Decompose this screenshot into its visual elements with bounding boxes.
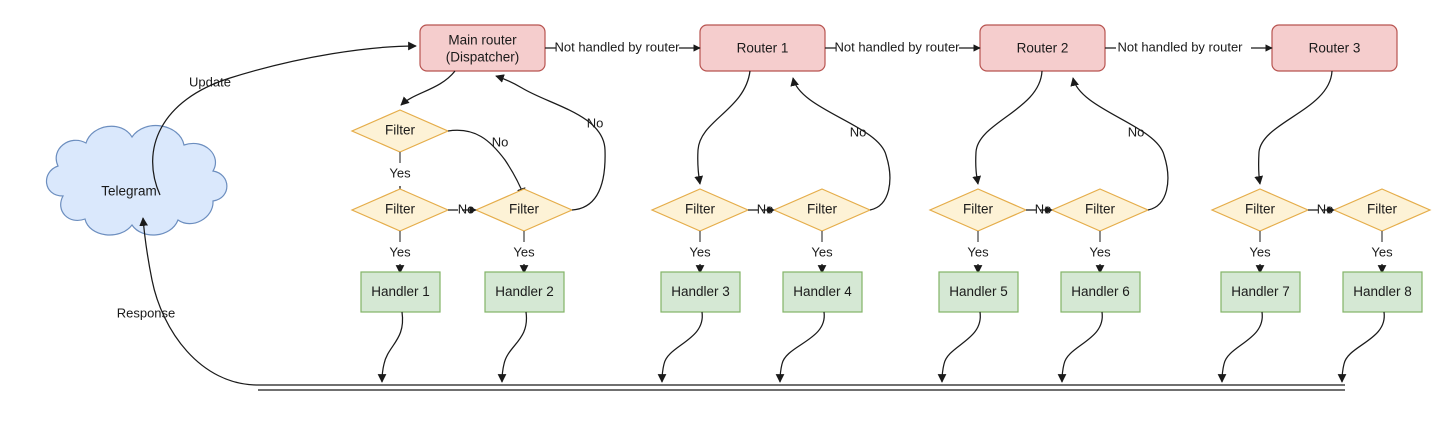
edge-router1-to-filter3 (694, 70, 751, 185)
no-label-6: No (1035, 201, 1052, 216)
filter-top-1-label: Filter (385, 123, 416, 138)
handler-node-8[interactable]: Handler 8 (1342, 271, 1423, 313)
router-chain-edges: Not handled by router Not handled by rou… (545, 39, 1273, 54)
cloud-icon (46, 125, 228, 236)
handler-6-label: Handler 6 (1071, 284, 1130, 299)
no-label-2: No (458, 201, 475, 216)
handler-node-7[interactable]: Handler 7 (1220, 271, 1301, 313)
main-router-label-line1: Main router (448, 33, 517, 48)
filter-node-7[interactable]: Filter (1210, 188, 1310, 232)
edge-handler2-to-bus (497, 311, 528, 383)
handler-1-label: Handler 1 (371, 284, 430, 299)
edge-handler4-to-bus (775, 311, 825, 383)
router-1-label: Router 1 (737, 41, 789, 56)
filter-node-5[interactable]: Filter (928, 188, 1028, 232)
filter-node-6[interactable]: Filter (1050, 188, 1150, 232)
handler-node-5[interactable]: Handler 5 (938, 271, 1019, 313)
edge-no-top1-to-filter2 (447, 129, 526, 197)
handler-4-box[interactable] (782, 271, 863, 313)
filter-3-label: Filter (685, 202, 716, 217)
no-label-1: No (492, 134, 509, 149)
main-router-label-line2: (Dispatcher) (446, 50, 520, 65)
no-label-5: No (850, 124, 867, 139)
response-label: Response (117, 305, 176, 320)
router-node-2[interactable]: Router 2 (979, 24, 1106, 72)
telegram-cloud-node: Telegram (46, 125, 228, 236)
no-label-4: No (757, 201, 774, 216)
no-label-3: No (587, 115, 604, 130)
handler-5-box[interactable] (938, 271, 1019, 313)
not-handled-label-2: Not handled by router (834, 39, 960, 54)
telegram-label: Telegram (101, 184, 157, 199)
handler-6-box[interactable] (1060, 271, 1141, 313)
response-edge (139, 217, 259, 386)
filter-7-label: Filter (1245, 202, 1276, 217)
edge-router2-to-filter5 (972, 70, 1043, 185)
filter-node-top-1[interactable]: Filter (350, 109, 450, 153)
filter-8-label: Filter (1367, 202, 1398, 217)
filter-5-label: Filter (963, 202, 994, 217)
handler-1-box[interactable] (360, 271, 441, 313)
router-node-main[interactable]: Main router (Dispatcher) (419, 24, 546, 72)
no-label-7: No (1128, 124, 1145, 139)
router-3-label: Router 3 (1309, 41, 1361, 56)
handler-3-label: Handler 3 (671, 284, 730, 299)
yes-label-1: Yes (389, 165, 411, 180)
edge-handler1-to-bus (377, 311, 404, 383)
response-bus (258, 384, 1345, 391)
yes-label-6: Yes (967, 244, 989, 259)
handler-node-4[interactable]: Handler 4 (782, 271, 863, 313)
handler-3-box[interactable] (660, 271, 741, 313)
yes-label-5: Yes (811, 244, 833, 259)
handler-2-label: Handler 2 (495, 284, 554, 299)
handler-node-3[interactable]: Handler 3 (660, 271, 741, 313)
router-2-label: Router 2 (1017, 41, 1069, 56)
filter-node-3[interactable]: Filter (650, 188, 750, 232)
edge-handler3-to-bus (657, 311, 703, 383)
handler-to-bus-edges (377, 311, 1385, 383)
not-handled-label-3: Not handled by router (1117, 39, 1243, 54)
telegram-edges: Update Response (117, 41, 417, 386)
handler-7-box[interactable] (1220, 271, 1301, 313)
handler-7-label: Handler 7 (1231, 284, 1290, 299)
filter-6-label: Filter (1085, 202, 1116, 217)
yes-label-2: Yes (389, 244, 411, 259)
edge-handler5-to-bus (937, 311, 981, 383)
filter-node-2[interactable]: Filter (474, 188, 574, 232)
router-node-3[interactable]: Router 3 (1271, 24, 1398, 72)
edge-router3-to-filter7 (1254, 70, 1333, 185)
no-label-8: No (1317, 201, 1334, 216)
handler-4-label: Handler 4 (793, 284, 852, 299)
filter-2-label: Filter (509, 202, 540, 217)
filter-1-label: Filter (385, 202, 416, 217)
yes-label-7: Yes (1089, 244, 1111, 259)
edge-handler8-to-bus (1337, 311, 1385, 383)
edge-no-filter6-to-router2 (1070, 77, 1169, 211)
edge-handler6-to-bus (1057, 311, 1103, 383)
edge-no-filter2-to-mainrouter (495, 74, 606, 211)
edge-mainrouter-to-filter-top1 (400, 70, 456, 106)
yes-label-3: Yes (513, 244, 535, 259)
handler-node-6[interactable]: Handler 6 (1060, 271, 1141, 313)
handler-8-box[interactable] (1342, 271, 1423, 313)
not-handled-label-1: Not handled by router (554, 39, 680, 54)
yes-label-9: Yes (1371, 244, 1393, 259)
handler-8-label: Handler 8 (1353, 284, 1412, 299)
update-edge (152, 41, 417, 196)
filter-4-label: Filter (807, 202, 838, 217)
filter-node-1[interactable]: Filter (350, 188, 450, 232)
handler-node-1[interactable]: Handler 1 (360, 271, 441, 313)
filter-node-4[interactable]: Filter (772, 188, 872, 232)
handler-node-2[interactable]: Handler 2 (484, 271, 565, 313)
edge-handler7-to-bus (1217, 311, 1263, 383)
yes-label-4: Yes (689, 244, 711, 259)
update-label: Update (189, 74, 231, 89)
filter-node-8[interactable]: Filter (1332, 188, 1432, 232)
yes-label-8: Yes (1249, 244, 1271, 259)
router-node-1[interactable]: Router 1 (699, 24, 826, 72)
handler-2-box[interactable] (484, 271, 565, 313)
handler-5-label: Handler 5 (949, 284, 1008, 299)
edge-no-filter4-to-router1 (790, 77, 891, 211)
